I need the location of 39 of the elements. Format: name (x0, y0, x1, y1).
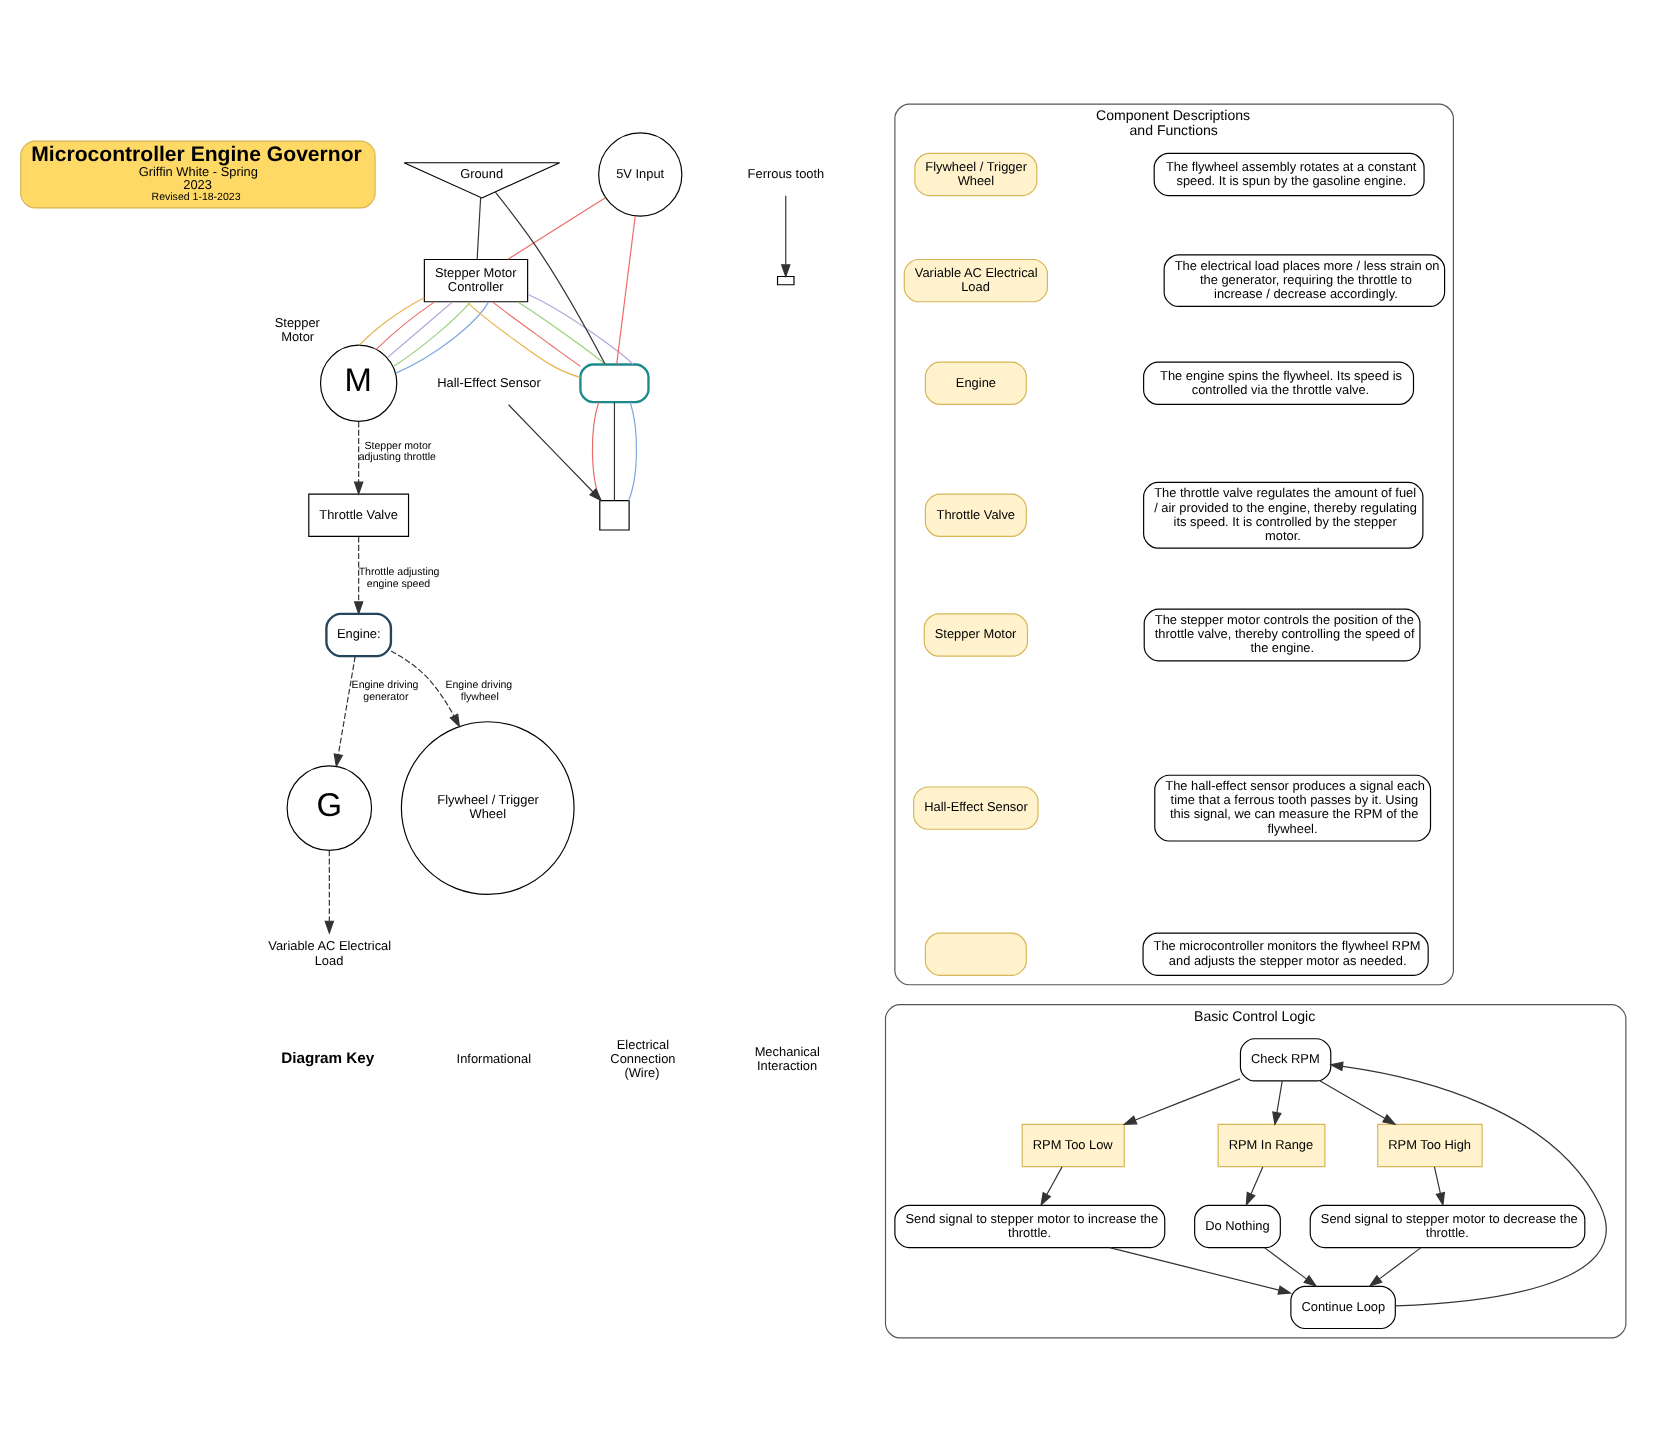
connector (627, 400, 637, 501)
connector (466, 300, 581, 377)
arrow (333, 654, 356, 767)
connector (386, 300, 453, 358)
arrow (353, 420, 364, 495)
connector (517, 300, 606, 364)
arrow (390, 649, 461, 728)
node-box (776, 274, 795, 285)
arrow (1109, 1246, 1293, 1294)
arrow (324, 848, 335, 934)
arrow (1040, 1165, 1063, 1206)
connector (591, 400, 601, 501)
node-circle: M (319, 343, 398, 422)
connector (616, 214, 636, 364)
node-circle: G (286, 764, 373, 850)
arrow (1122, 1077, 1241, 1124)
connector (491, 300, 581, 366)
arrow (1245, 1165, 1264, 1206)
connector (613, 400, 616, 501)
connector (494, 190, 606, 364)
arrow (1368, 1246, 1422, 1287)
arrow (1319, 1079, 1397, 1125)
connector (395, 300, 489, 373)
connector (358, 296, 425, 345)
arrow (780, 194, 791, 278)
arrow (1329, 1060, 1607, 1306)
connector (527, 292, 634, 364)
connector (392, 300, 471, 367)
arrow (353, 535, 364, 615)
arrow (1433, 1165, 1446, 1206)
arrow (1264, 1246, 1318, 1287)
node-box (924, 931, 1027, 975)
arrow (507, 403, 603, 501)
connector (375, 300, 436, 349)
arrow (1272, 1079, 1283, 1126)
node-box (599, 499, 630, 530)
connector (507, 196, 606, 259)
node-box (579, 362, 650, 403)
connector (476, 196, 482, 259)
